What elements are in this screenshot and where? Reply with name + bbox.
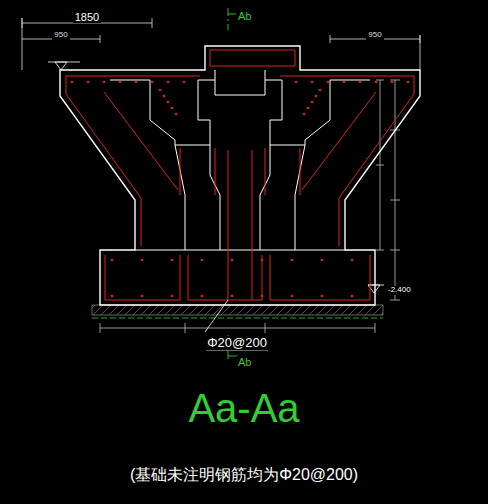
rebar-dot (343, 81, 346, 84)
dimension-text: 950 (52, 31, 69, 40)
rebar-dot (103, 81, 106, 84)
rebar-dot (351, 295, 354, 298)
rebar-dot (391, 81, 394, 84)
rebar-note: Φ20@200 (205, 336, 269, 350)
rebar-dot (291, 259, 294, 262)
rebar-dot (171, 295, 174, 298)
rebar-dot (151, 81, 154, 84)
rebar-dot (231, 295, 234, 298)
rebar-dot (141, 295, 144, 298)
rebar-dot (231, 259, 234, 262)
dimension-lines (22, 18, 420, 333)
rebar-dot (159, 89, 162, 92)
rebar-dot (375, 81, 378, 84)
rebar (66, 50, 414, 300)
rebar-dot (407, 81, 410, 84)
section-title: Aa-Aa (188, 386, 299, 430)
rebar-dot (201, 295, 204, 298)
rebar-dot (261, 259, 264, 262)
rebar-dot (163, 95, 166, 98)
rebar-dot (291, 295, 294, 298)
rebar-dot (359, 81, 362, 84)
dimension-text: 950 (366, 31, 383, 40)
rebar-dot (175, 113, 178, 116)
rebar-dot (171, 107, 174, 110)
level-markers (48, 62, 384, 293)
rebar-dot (141, 259, 144, 262)
rebar-dot (303, 113, 306, 116)
rebar-dot (135, 81, 138, 84)
rebar-dot (295, 81, 298, 84)
rebar-dot (321, 295, 324, 298)
rebar-dot (167, 81, 170, 84)
rebar-dot (261, 295, 264, 298)
rebar-dot (321, 259, 324, 262)
dimension-text: 1850 (73, 11, 101, 23)
concrete-outline (60, 46, 420, 305)
section-cut-line (228, 8, 238, 362)
rebar-dot (327, 81, 330, 84)
rebar-dot (111, 259, 114, 262)
rebar-dot (167, 101, 170, 104)
level-value: -2.400 (386, 286, 413, 295)
rebar-dot (183, 81, 186, 84)
inner-walls (110, 70, 370, 250)
leader-line (205, 300, 268, 350)
rebar-dot (87, 81, 90, 84)
rebar-dot (111, 295, 114, 298)
note-caption: (基础未注明钢筋均为Φ20@200) (130, 466, 358, 484)
rebar-dot (311, 81, 314, 84)
rebar-dot (311, 101, 314, 104)
blinding-layer (92, 305, 383, 315)
ground-line (92, 318, 383, 319)
rebar-dot (171, 259, 174, 262)
rebar-dot (315, 95, 318, 98)
rebar-dot (319, 89, 322, 92)
rebar-dot (119, 81, 122, 84)
section-mark: Ab (236, 10, 253, 22)
section-mark: Ab (236, 356, 253, 368)
rebar-dot (351, 259, 354, 262)
rebar-dot (307, 107, 310, 110)
rebar-dots (71, 81, 410, 298)
rebar-dot (201, 259, 204, 262)
rebar-dot (71, 81, 74, 84)
